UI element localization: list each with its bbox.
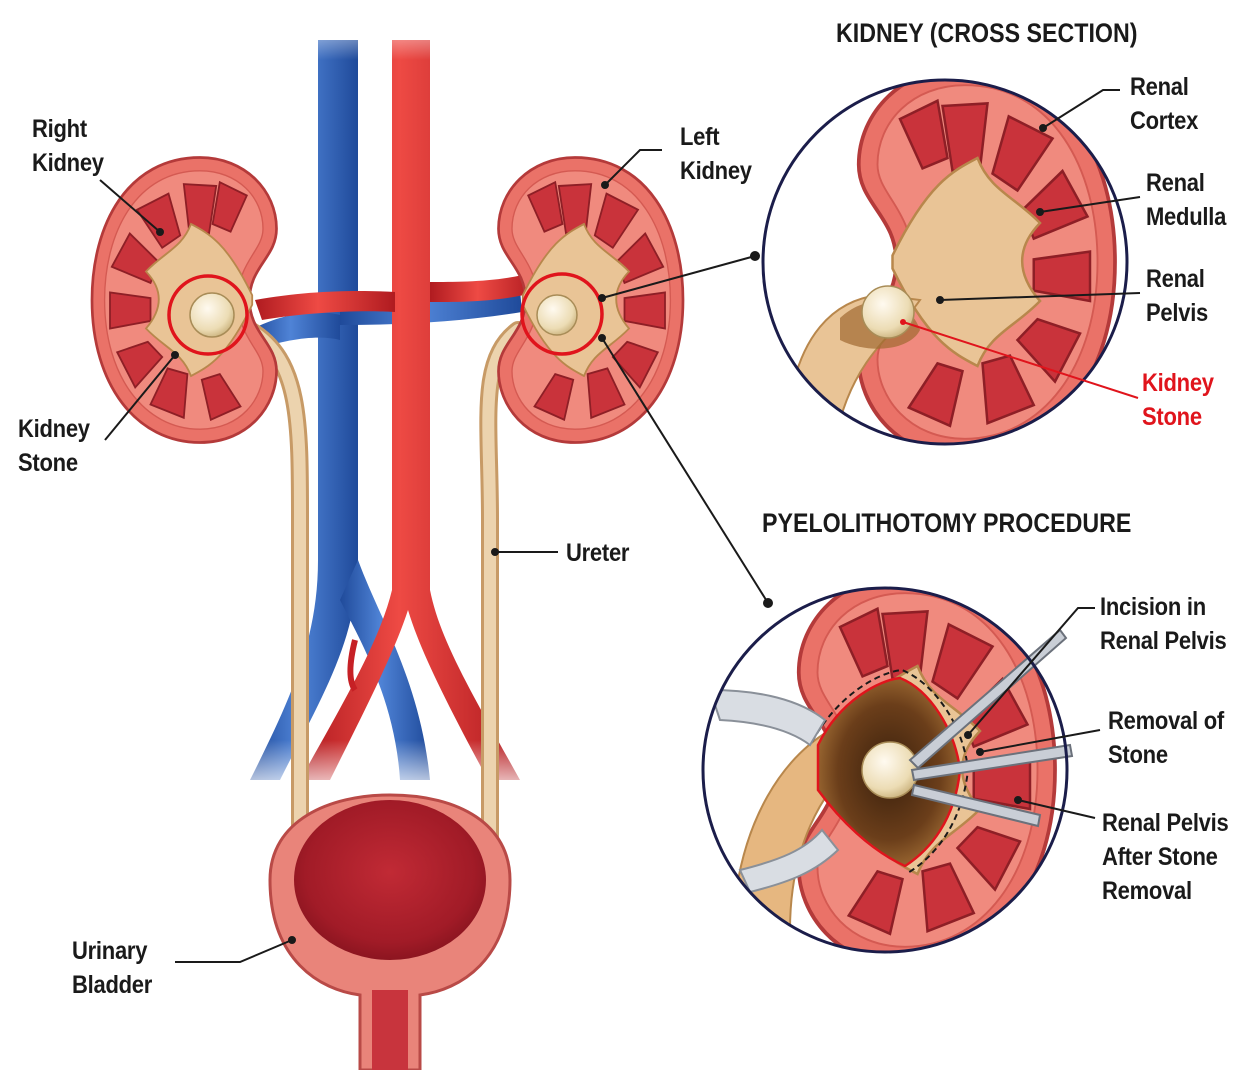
- urinary-bladder: [270, 795, 510, 1070]
- right-kidney: [92, 158, 277, 443]
- cross-section-title: KIDNEY (CROSS SECTION): [836, 16, 1137, 50]
- procedure-title: PYELOLITHOTOMY PROCEDURE: [762, 506, 1131, 540]
- ureter-label: Ureter: [566, 536, 629, 570]
- left-kidney-stone: [537, 295, 577, 335]
- right-kidney-stone: [190, 293, 234, 337]
- procedure-inset: [703, 575, 1072, 965]
- cross-section-inset: [763, 67, 1127, 457]
- kidney-stone-leader-dot: [900, 319, 906, 325]
